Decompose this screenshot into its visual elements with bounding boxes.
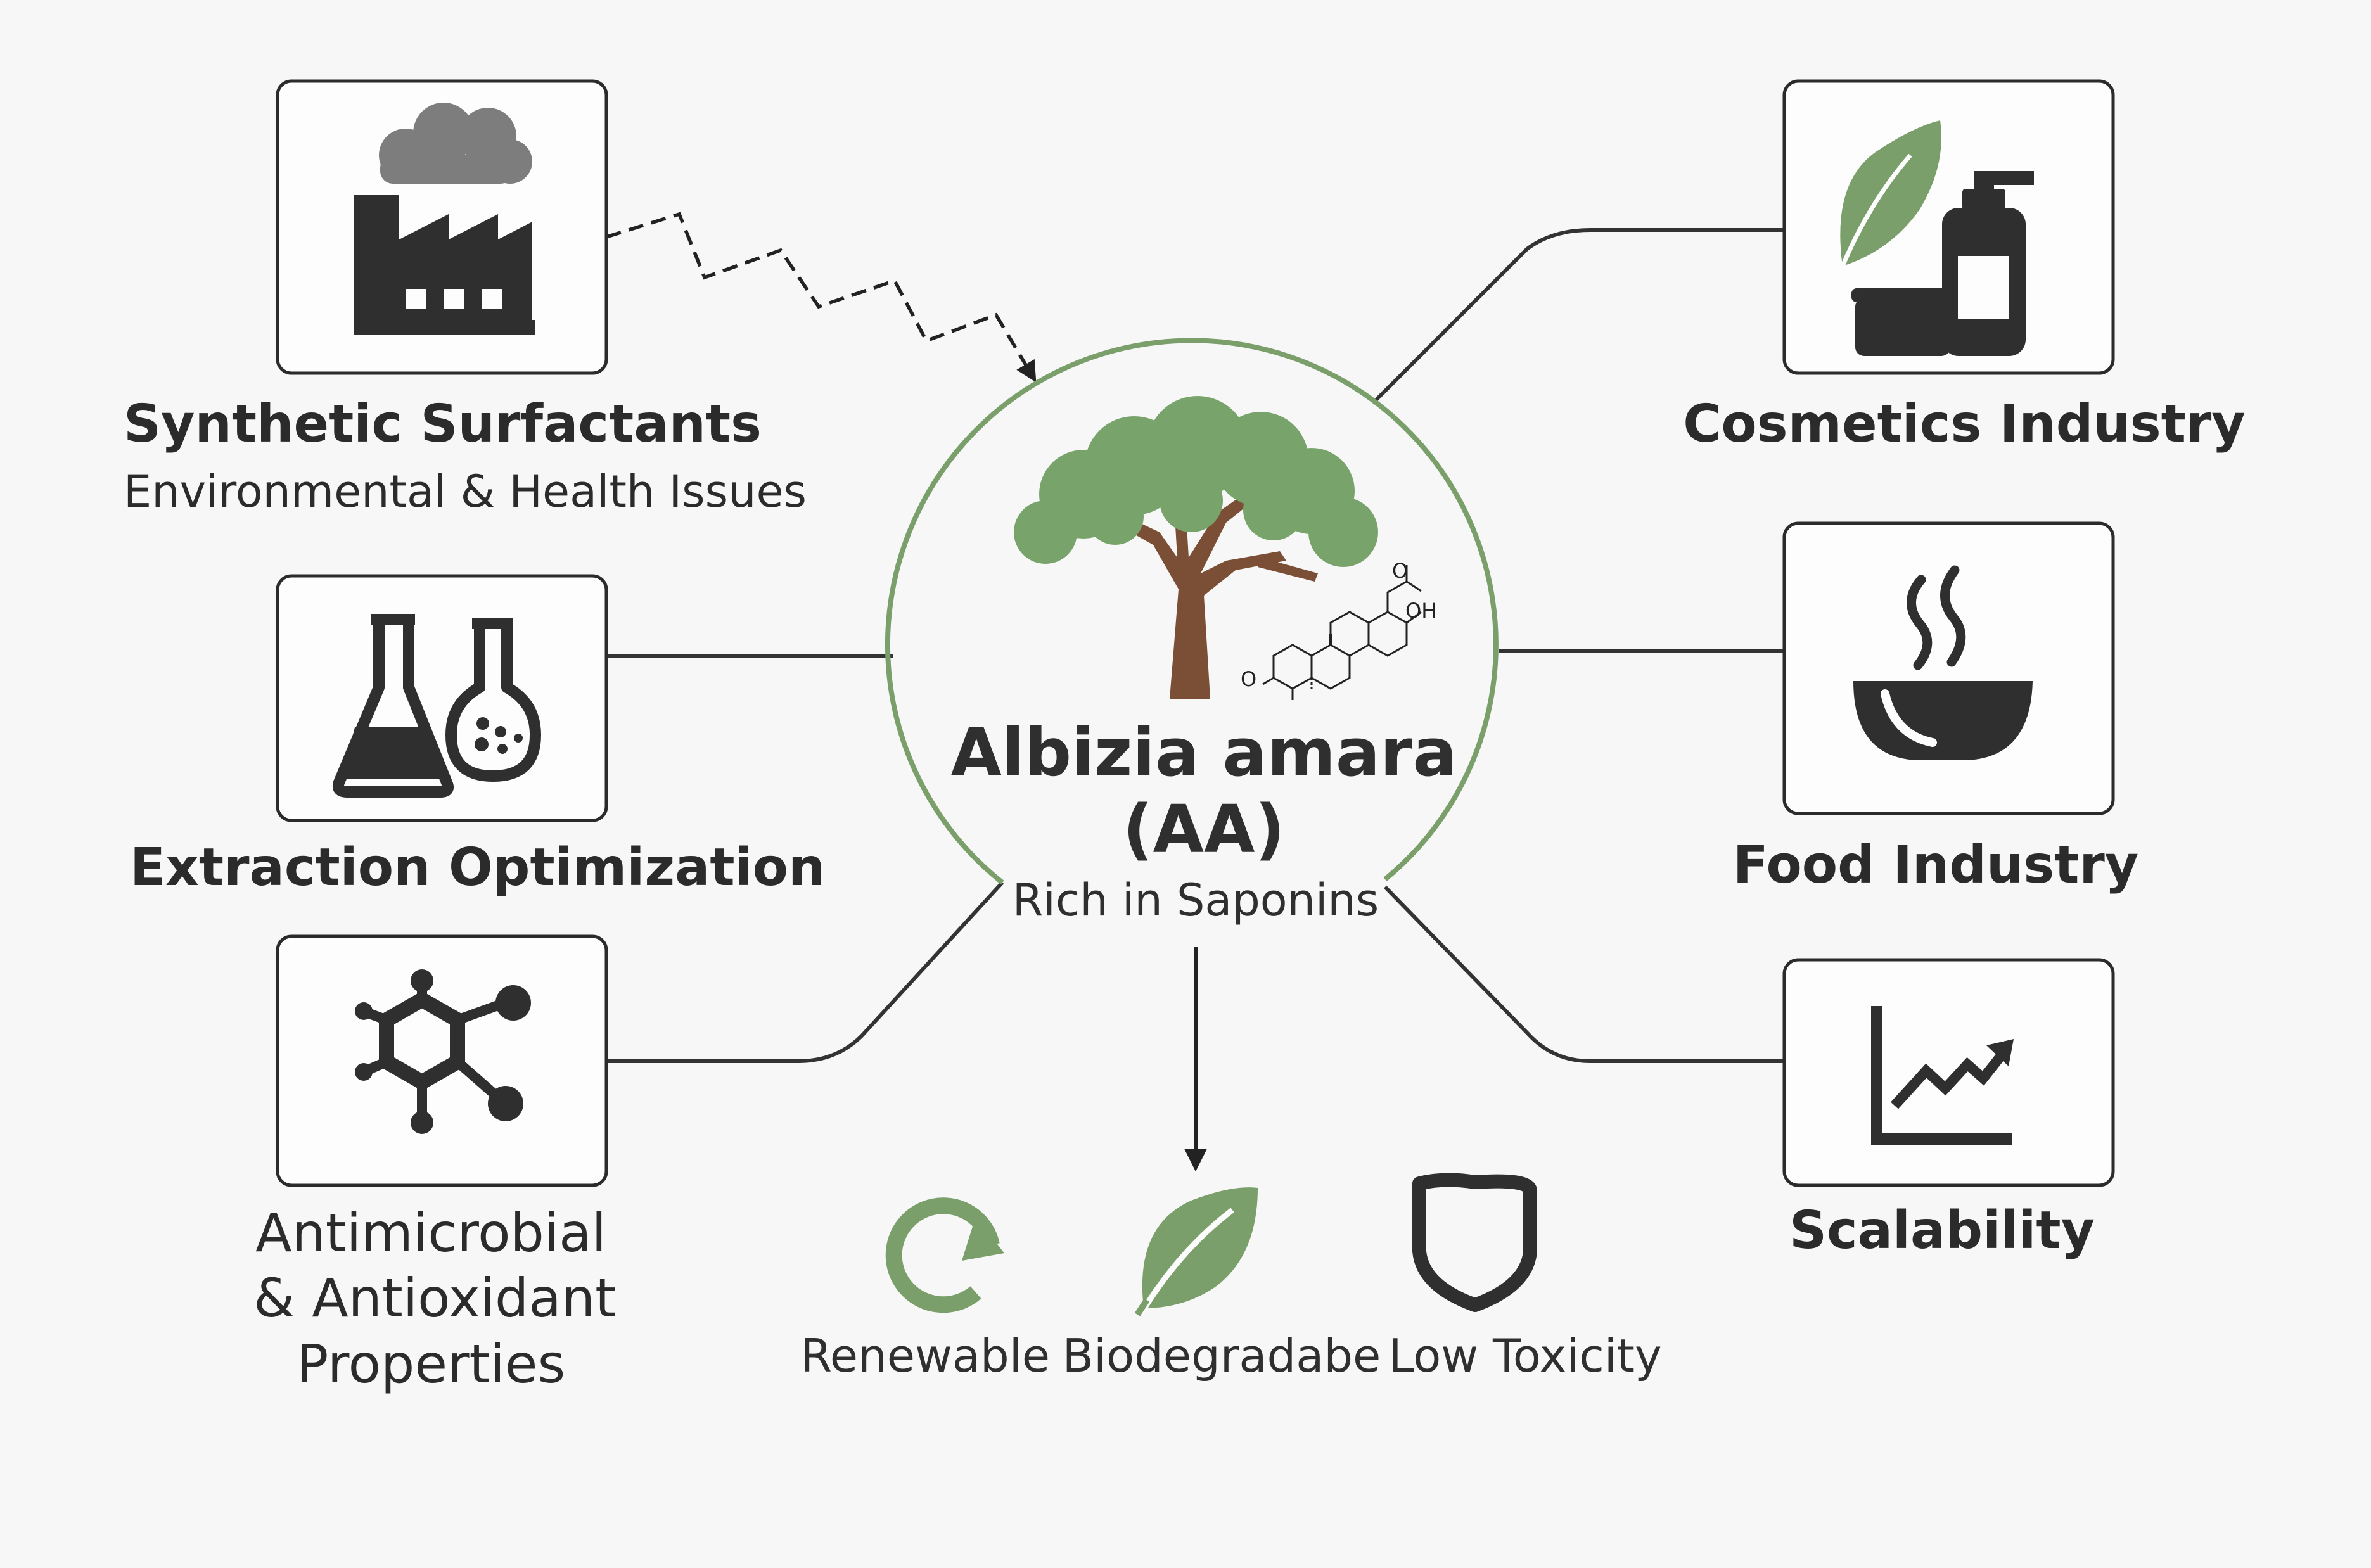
molecule-label-ketone-o: O <box>1241 667 1256 691</box>
synthetic-subtitle: Environmental & Health Issues <box>124 466 807 518</box>
scalability-title: Scalability <box>1789 1201 2095 1261</box>
antimicrobial-line3: Properties <box>296 1332 566 1395</box>
property-label-low-toxicity: Low Toxicity <box>1388 1329 1662 1382</box>
antimicrobial-line1: Antimicrobial <box>255 1202 606 1264</box>
connector-synthetic-dashed <box>606 212 1037 383</box>
antimicrobial-line2: & Antioxidant <box>253 1267 617 1330</box>
center-circle-outline <box>885 338 1499 885</box>
property-label-biodegradable: Biodegradabe <box>1062 1329 1381 1382</box>
center-title: Albizia amara (AA) <box>887 715 1521 867</box>
cosmetics-title: Cosmetics Industry <box>1683 394 2246 454</box>
connector-antimicrobial <box>606 881 1004 1063</box>
growth-chart-icon <box>1871 1006 2014 1145</box>
synthetic-title: Synthetic Surfactants <box>124 394 762 454</box>
leaf-icon <box>1134 1187 1258 1316</box>
tree-icon <box>1014 396 1378 699</box>
connectors <box>606 212 1784 1172</box>
connector-scalability <box>1383 885 1784 1063</box>
recycle-arrow-icon <box>885 1197 1004 1313</box>
flasks-icon <box>332 614 541 798</box>
connector-cosmetics <box>1372 228 1784 404</box>
molecule-label-o: O <box>1392 559 1408 583</box>
factory-icon <box>354 103 535 335</box>
center-subtitle: Rich in Saponins <box>1012 874 1379 926</box>
shield-icon <box>1412 1173 1537 1312</box>
food-title: Food Industry <box>1732 835 2139 895</box>
molecule-label-oh: OH <box>1405 599 1436 623</box>
extraction-title: Extraction Optimization <box>130 838 826 898</box>
bowl-icon <box>1853 565 2033 760</box>
molecule-icon <box>355 969 531 1134</box>
antimicrobial-label: Antimicrobial & Antioxidant Properties <box>253 1201 617 1397</box>
food-box <box>1782 521 2115 815</box>
saponin-molecule-icon <box>1262 565 1422 700</box>
antimicrobial-box <box>276 934 608 1187</box>
scalability-box <box>1782 958 2115 1187</box>
cosmetics-icon <box>1840 120 2034 356</box>
center-title-line1: Albizia amara <box>950 714 1457 791</box>
property-label-renewable: Renewable <box>800 1329 1051 1382</box>
center-title-line2: (AA) <box>1122 790 1286 868</box>
